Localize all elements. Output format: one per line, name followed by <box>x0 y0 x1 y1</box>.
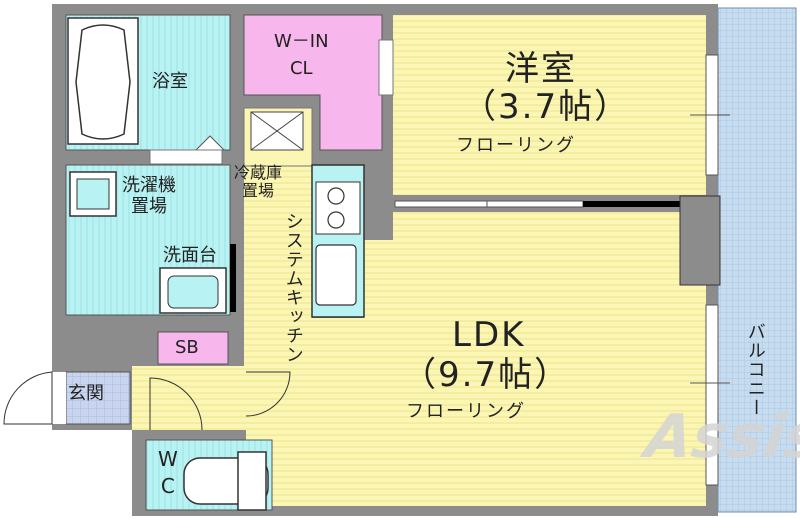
walk-in-closet-label-line2: CL <box>289 57 313 79</box>
kitchen-sink <box>315 244 357 306</box>
balcony-label: バルコニー <box>744 322 766 417</box>
washbasin-label: 洗面台 <box>163 245 217 266</box>
fridge-cross-b <box>250 111 304 151</box>
walk-in-closet-label: W－IN CL <box>274 31 329 79</box>
washer-label-line1: 洗濯機 <box>122 175 176 196</box>
storage-label: SB <box>175 337 199 358</box>
ldk-size: （9.7帖） <box>402 355 571 395</box>
lower-left-cutout <box>0 430 132 519</box>
toilet-tank <box>237 451 267 511</box>
washer-label: 洗濯機 置場 <box>122 175 176 217</box>
entrance-label: 玄関 <box>68 383 104 404</box>
walk-in-closet-floor <box>243 14 383 151</box>
washroom-door-panel <box>230 244 236 312</box>
sink-icon <box>167 275 219 309</box>
kitchen-label: システムキッチン <box>282 212 304 364</box>
bathtub-basin <box>75 24 131 140</box>
entrance-door-swing <box>3 371 53 425</box>
watermark-logo: Assist <box>641 402 800 472</box>
western-room-floor <box>393 15 706 195</box>
western-room-size: （3.7帖） <box>462 87 631 127</box>
burner-1 <box>327 187 345 205</box>
ldk-floor <box>246 212 706 506</box>
balcony-area <box>717 7 797 513</box>
western-room-floor-label: フローリング <box>456 135 576 156</box>
storage-box <box>157 331 229 365</box>
western-room-name: 洋室 <box>505 49 577 89</box>
entrance-door-gap <box>52 372 66 424</box>
walk-in-closet-label-line1: W－IN <box>274 31 329 52</box>
toilet-door-swing <box>149 377 203 431</box>
closet-door <box>378 39 394 96</box>
ldk-name: LDK <box>452 315 526 355</box>
fridge-label: 冷蔵庫 置場 <box>234 163 283 201</box>
bathroom-door <box>149 149 223 165</box>
pillar <box>679 195 721 286</box>
corridor-floor <box>244 165 312 415</box>
toilet-label-line1: W <box>158 447 178 471</box>
entry-hall-floor <box>132 366 246 430</box>
window-ldk <box>705 304 719 486</box>
sliding-door-2 <box>486 200 584 208</box>
bathroom-label: 浴室 <box>152 71 188 92</box>
burner-2 <box>327 211 345 229</box>
fridge-label-line2: 置場 <box>242 181 275 201</box>
sliding-door-3 <box>583 201 680 207</box>
washer-drum <box>76 178 110 210</box>
fridge-label-line1: 冷蔵庫 <box>234 163 283 182</box>
ldk-floor-label: フローリング <box>406 401 526 422</box>
toilet-label-line2: C <box>160 474 175 498</box>
ldk-door-swing <box>245 371 291 417</box>
toilet-label: W C <box>158 448 178 498</box>
sliding-door-1 <box>394 200 488 208</box>
washer-label-line2: 置場 <box>131 195 167 217</box>
